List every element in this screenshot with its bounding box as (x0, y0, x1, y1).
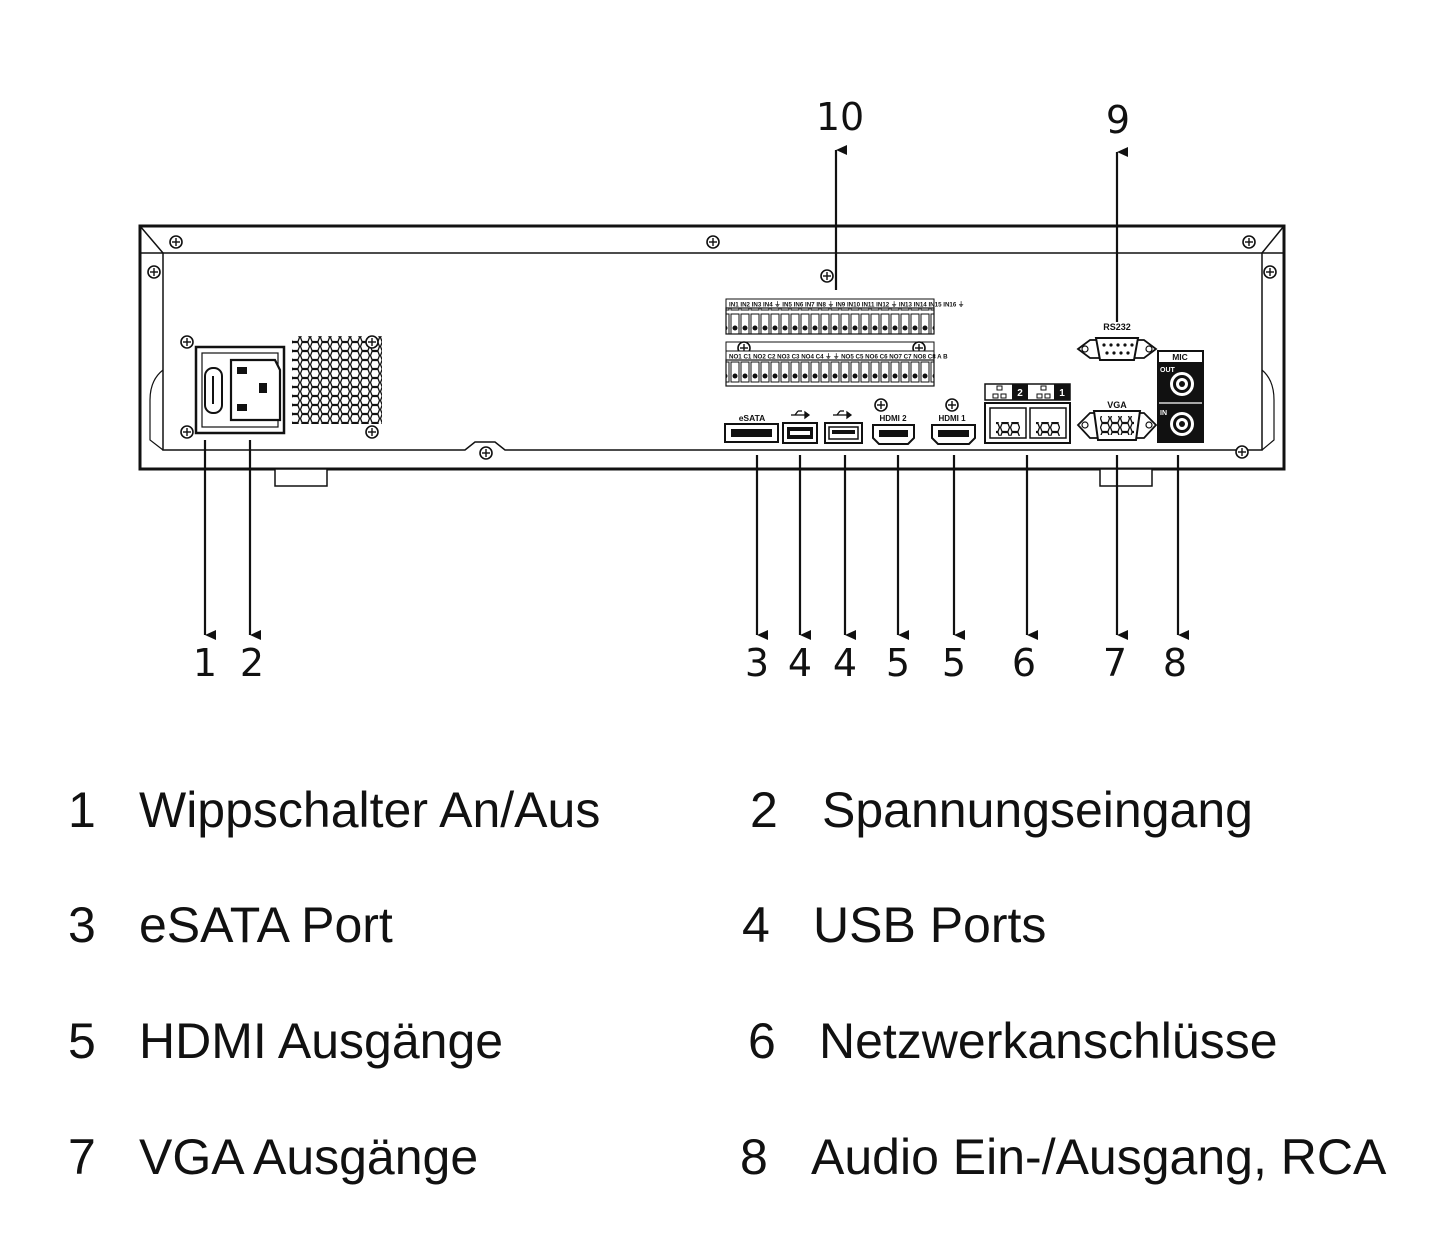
rocker-switch-icon[interactable] (204, 367, 223, 414)
vga-label: VGA (1107, 400, 1127, 410)
usb-icon (833, 410, 853, 420)
hdmi1-label: HDMI 1 (938, 414, 966, 423)
alarm-bottom-row-label: NO1 C1 NO2 C2 NO3 C3 NO4 C4 ⏚ ⏚ NO5 C5 N… (729, 353, 948, 361)
callout-10: 10 (816, 95, 864, 139)
esata-label: eSATA (739, 413, 766, 423)
callout-7: 7 (1103, 641, 1127, 685)
callout-5b: 5 (942, 641, 966, 685)
callout-2: 2 (240, 641, 264, 685)
legend-text-2: Spannungseingang (822, 782, 1253, 838)
esata-port[interactable]: eSATA (724, 413, 779, 443)
power-inlet-icon[interactable] (229, 358, 282, 422)
audio-out-label: OUT (1160, 367, 1176, 374)
legend-num-7: 7 (68, 1129, 96, 1185)
callout-numbers: 1 2 3 4 4 5 5 6 7 8 9 10 (193, 95, 1187, 685)
legend-text-1: Wippschalter An/Aus (139, 782, 601, 838)
legend-num-3: 3 (68, 897, 96, 953)
hdmi-port-2[interactable]: HDMI 2 (872, 398, 915, 445)
alarm-terminal-block[interactable]: IN1 IN2 IN3 IN4 ⏚ IN5 IN6 IN7 IN8 ⏚ IN9 … (725, 269, 964, 387)
callout-4b: 4 (833, 641, 857, 685)
legend-text-5: HDMI Ausgänge (139, 1013, 504, 1069)
callout-6: 6 (1012, 641, 1036, 685)
audio-out-jack[interactable] (1170, 372, 1194, 396)
legend-num-1: 1 (68, 782, 96, 838)
usb-port-1[interactable] (782, 410, 818, 444)
usb-port-2[interactable] (824, 410, 863, 444)
legend-num-6: 6 (748, 1013, 776, 1069)
usb-icon (791, 410, 811, 420)
callout-8: 8 (1163, 641, 1187, 685)
alarm-top-row-label: IN1 IN2 IN3 IN4 ⏚ IN5 IN6 IN7 IN8 ⏚ IN9 … (729, 301, 964, 309)
leader-lines (203, 145, 1189, 640)
vga-port[interactable]: VGA (1076, 400, 1158, 441)
legend-num-4: 4 (742, 897, 770, 953)
audio-panel[interactable]: MIC OUT IN (1157, 350, 1204, 443)
legend-text-8: Audio Ein-/Ausgang, RCA (811, 1129, 1387, 1185)
legend-num-8: 8 (740, 1129, 768, 1185)
legend-text-4: USB Ports (813, 897, 1047, 953)
audio-in-jack[interactable] (1170, 412, 1194, 436)
network-ports[interactable]: 2 1 (984, 383, 1071, 444)
lan2-label: 2 (1017, 388, 1023, 399)
legend-num-5: 5 (68, 1013, 96, 1069)
audio-in-label: IN (1160, 410, 1167, 417)
hdmi-port-1[interactable]: HDMI 1 (931, 398, 976, 445)
network-icon (992, 385, 1007, 399)
mic-label: MIC (1172, 352, 1188, 362)
legend-text-6: Netzwerkanschlüsse (819, 1013, 1278, 1069)
legend-text-7: VGA Ausgänge (139, 1129, 479, 1185)
hdmi2-label: HDMI 2 (879, 414, 907, 423)
legend-text-3: eSATA Port (139, 897, 393, 953)
legend-num-2: 2 (750, 782, 778, 838)
callout-1: 1 (193, 641, 217, 685)
rs232-label: RS232 (1103, 322, 1131, 332)
device-rear-panel-diagram: IN1 IN2 IN3 IN4 ⏚ IN5 IN6 IN7 IN8 ⏚ IN9 … (138, 95, 1286, 685)
callout-3: 3 (745, 641, 769, 685)
callout-9: 9 (1106, 98, 1130, 142)
network-icon (1036, 385, 1051, 399)
callout-5a: 5 (886, 641, 910, 685)
callout-4a: 4 (788, 641, 812, 685)
rs232-port[interactable]: RS232 (1076, 322, 1158, 361)
lan1-label: 1 (1059, 388, 1065, 399)
